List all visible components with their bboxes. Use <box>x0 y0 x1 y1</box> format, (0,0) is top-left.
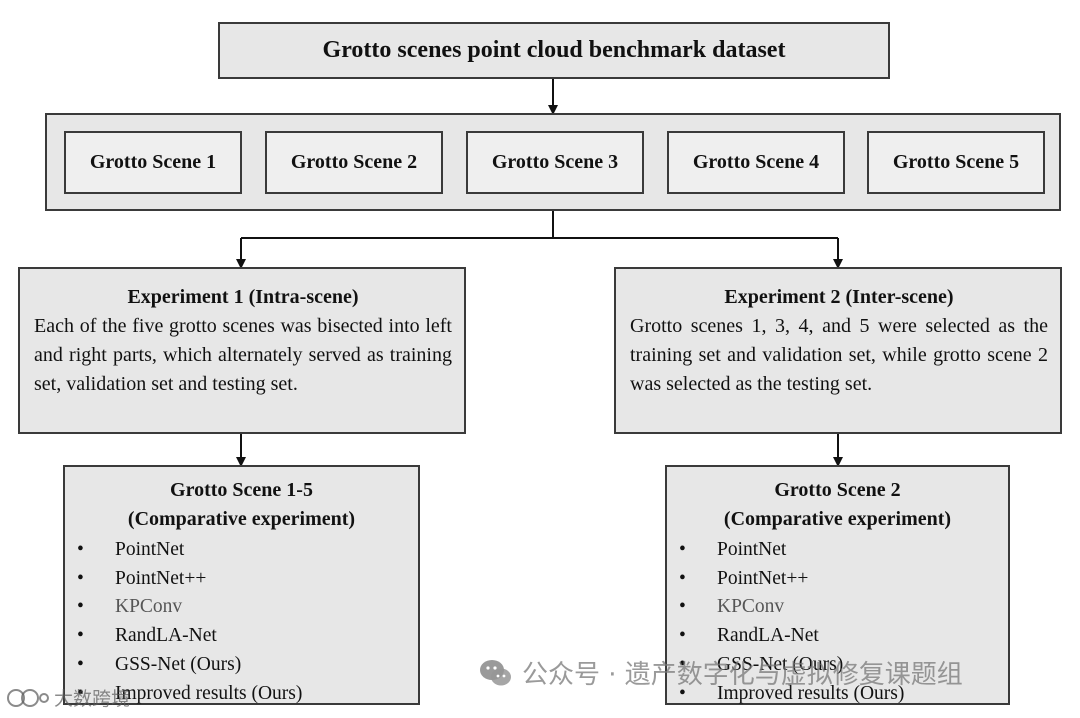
scene-label-4: Grotto Scene 4 <box>692 151 820 173</box>
wechat-icon <box>480 659 511 685</box>
results-1-subtitle: (Comparative experiment) <box>127 508 356 530</box>
scenes-container: Grotto Scene 1 Grotto Scene 2 Grotto Sce… <box>45 113 1061 211</box>
corner-watermark-text: 大数跨境 <box>54 688 131 710</box>
corner-watermark: 大数跨境 <box>6 684 130 711</box>
list-item: •RandLA-Net <box>679 625 819 647</box>
scene-label-3: Grotto Scene 3 <box>491 151 619 173</box>
list-item: •PointNet <box>77 539 185 560</box>
results-1-title: Grotto Scene 1-5 <box>170 479 313 501</box>
list-item: •GSS-Net (Ours) <box>77 653 242 675</box>
list-item: •KPConv <box>77 596 183 618</box>
list-item: •PointNet++ <box>679 567 809 589</box>
results-1-method-list: •PointNet •PointNet++ •KPConv •RandLA-Ne… <box>65 536 418 708</box>
scene-label-5: Grotto Scene 5 <box>892 151 1020 173</box>
experiment-2-box: Experiment 2 (Inter-scene) Grotto scenes… <box>614 267 1062 434</box>
scene-box-4: Grotto Scene 4 <box>667 131 845 194</box>
results-2-subtitle: (Comparative experiment) <box>723 508 952 530</box>
experiment-1-heading: Experiment 1 (Intra-scene) <box>127 286 359 308</box>
watermark-text: 公众号 · 遗产数字化与虚拟修复课题组 <box>522 660 963 690</box>
list-item: •Improved results (Ours) <box>77 682 303 704</box>
results-1-box: Grotto Scene 1-5 (Comparative experiment… <box>63 465 420 705</box>
dataset-title: Grotto scenes point cloud benchmark data… <box>322 37 786 63</box>
results-2-title: Grotto Scene 2 <box>774 479 901 501</box>
list-item: •PointNet <box>679 539 787 560</box>
experiment-1-box: Experiment 1 (Intra-scene) Each of the f… <box>18 267 466 434</box>
experiment-2-heading: Experiment 2 (Inter-scene) <box>724 286 954 308</box>
scene-label-1: Grotto Scene 1 <box>89 151 217 173</box>
results-2-box: Grotto Scene 2 (Comparative experiment) … <box>665 465 1010 705</box>
logo-icon <box>7 688 49 707</box>
wechat-watermark: 公众号 · 遗产数字化与虚拟修复课题组 <box>478 654 963 691</box>
list-item: •KPConv <box>679 596 785 618</box>
scene-label-2: Grotto Scene 2 <box>290 151 418 173</box>
scene-box-1: Grotto Scene 1 <box>64 131 242 194</box>
list-item: •Improved results (Ours) <box>679 682 905 704</box>
list-item: •RandLA-Net <box>77 625 217 647</box>
scene-box-2: Grotto Scene 2 <box>265 131 443 194</box>
scene-box-5: Grotto Scene 5 <box>867 131 1045 194</box>
experiment-2-description: Grotto scenes 1, 3, 4, and 5 were select… <box>630 315 1048 395</box>
results-2-method-list: •PointNet •PointNet++ •KPConv •RandLA-Ne… <box>667 536 1008 708</box>
experiment-1-description: Each of the five grotto scenes was bisec… <box>34 315 452 395</box>
scene-box-3: Grotto Scene 3 <box>466 131 644 194</box>
list-item: •GSS-Net (Ours) <box>679 653 844 675</box>
dataset-title-box: Grotto scenes point cloud benchmark data… <box>218 22 890 79</box>
list-item: •PointNet++ <box>77 567 207 589</box>
